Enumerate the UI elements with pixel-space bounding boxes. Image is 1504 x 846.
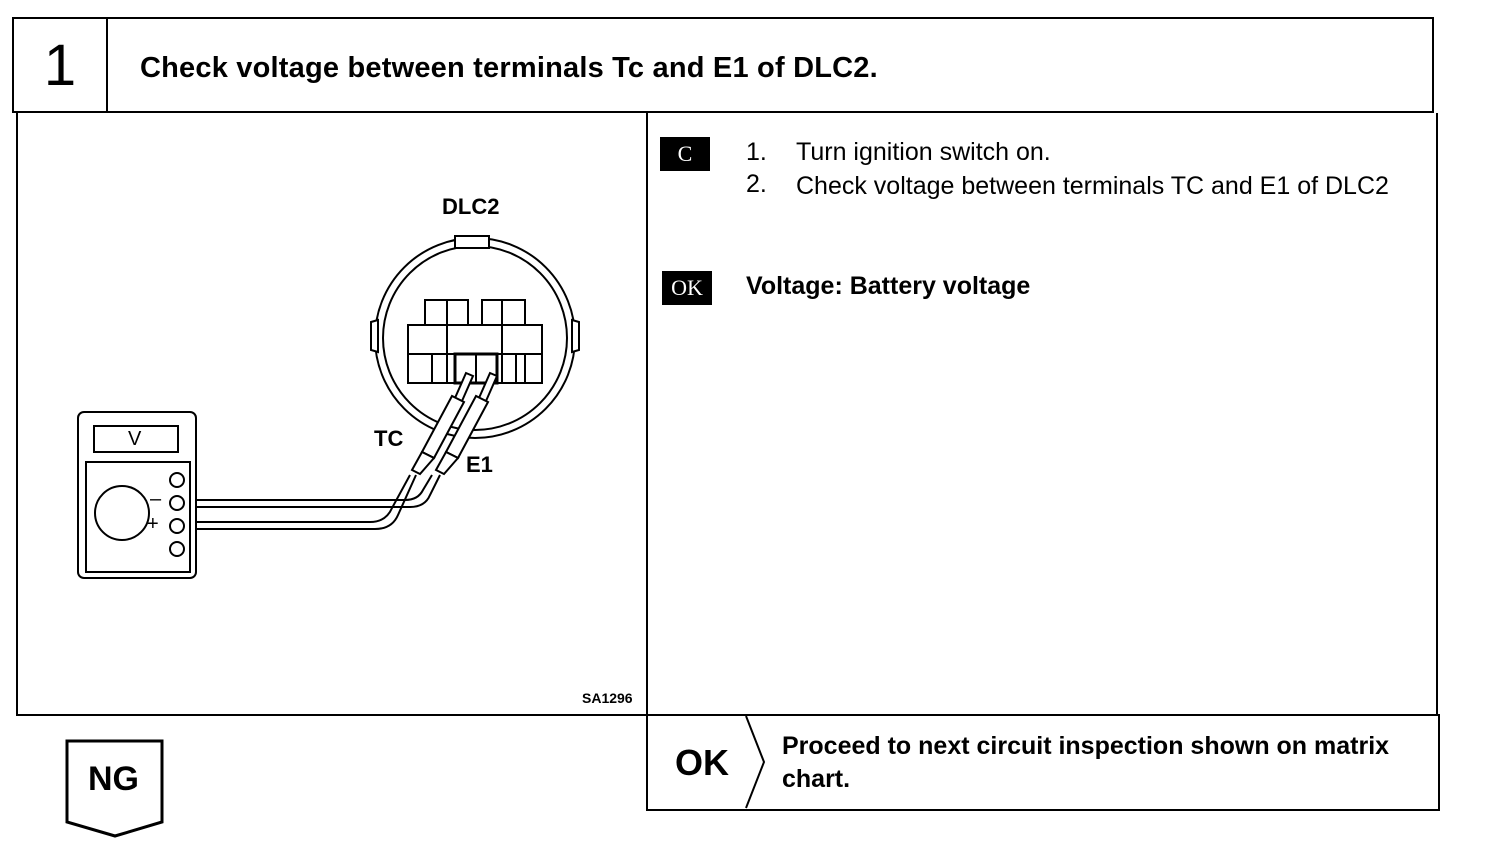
dlc2-connector — [370, 235, 580, 439]
figure-code: SA1296 — [582, 690, 633, 706]
ng-tab-shape — [65, 739, 164, 838]
ok-result-text: Proceed to next circuit inspection shown… — [782, 732, 1390, 793]
test-leads — [192, 474, 441, 530]
test-probes — [410, 371, 499, 476]
check-tag: C — [660, 137, 710, 171]
ok-result-label: OK — [675, 742, 729, 783]
voltmeter — [77, 411, 197, 579]
minus-terminal-label: – — [150, 488, 162, 510]
ok-chevron — [745, 715, 766, 809]
step-title: Check voltage between terminals Tc and E… — [140, 52, 878, 84]
ok-tag: OK — [662, 271, 712, 305]
meter-mode-label: V — [128, 428, 142, 450]
spec-text: Voltage: Battery voltage — [746, 272, 1031, 300]
connector-label: DLC2 — [442, 194, 500, 219]
step-text-2: Check voltage between terminals TC and E… — [796, 172, 1389, 200]
terminal-tc-label: TC — [374, 426, 404, 451]
step-number: 1 — [12, 17, 108, 113]
terminal-e1-label: E1 — [466, 452, 493, 477]
step-number-2: 2. — [746, 170, 767, 198]
step-number-1: 1. — [746, 138, 767, 166]
ng-result-label: NG — [88, 760, 139, 798]
ok-result-box — [646, 714, 1440, 811]
step-text-1: Turn ignition switch on. — [796, 138, 1051, 166]
plus-terminal-label: + — [147, 513, 159, 535]
